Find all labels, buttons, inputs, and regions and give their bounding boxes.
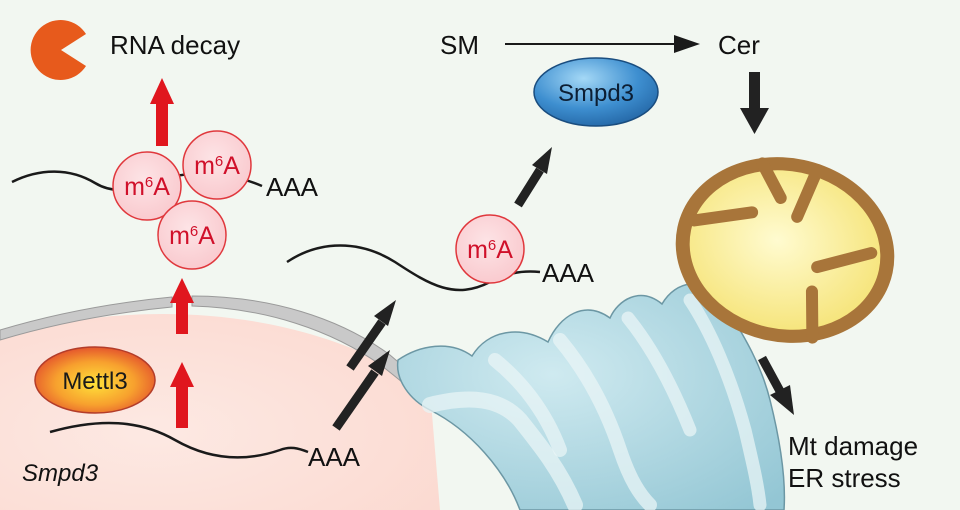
crista-5 <box>805 285 819 344</box>
m6a-label-2: m6A <box>194 152 240 180</box>
nuclear-envelope-left <box>0 296 173 341</box>
black-arrow-to-smpd3 <box>514 147 552 208</box>
smpd3-gene-label: Smpd3 <box>22 460 99 487</box>
black-arrow-pore-exit <box>346 300 396 371</box>
sm-label: SM <box>440 30 479 60</box>
er-fold-1 <box>422 391 583 510</box>
outcome-er-stress: ER stress <box>788 463 901 493</box>
crista-1 <box>688 206 759 227</box>
rna-decay-label: RNA decay <box>110 30 240 60</box>
polya-label-left: AAA <box>266 172 319 202</box>
sm-to-cer-arrow <box>505 35 700 53</box>
mettl3-label: Mettl3 <box>62 368 127 395</box>
cer-label: Cer <box>718 30 760 60</box>
smpd3-protein <box>533 57 659 127</box>
m6a-label-3: m6A <box>169 222 215 250</box>
crista-3 <box>791 163 824 223</box>
m6a-mark-3 <box>157 200 227 270</box>
er-fold-4 <box>621 311 697 437</box>
outcome-mt-damage: Mt damage <box>788 431 918 461</box>
red-arrow-to-decay <box>150 78 174 146</box>
red-arrow-nucleus <box>170 362 194 428</box>
crista-4 <box>811 247 878 274</box>
m6a-label-1: m6A <box>124 173 170 201</box>
mitochondrion <box>675 157 895 344</box>
pacman-icon <box>30 20 87 80</box>
mrna-strand-nucleus <box>49 421 309 459</box>
m6a-label-4: m6A <box>467 236 513 264</box>
polya-label-right: AAA <box>542 258 595 288</box>
crista-2 <box>756 157 787 204</box>
polya-label-nucleus: AAA <box>308 442 361 472</box>
red-arrow-pore <box>170 278 194 334</box>
er-fold-5 <box>683 293 767 510</box>
m6a-mark-2 <box>182 130 252 200</box>
m6a-mark-1 <box>112 151 182 221</box>
m6a-mark-4 <box>455 214 525 284</box>
er-fold-3 <box>553 333 657 510</box>
black-arrow-export <box>332 350 390 431</box>
black-arrow-to-outcome <box>758 355 794 415</box>
smpd3-protein-label: Smpd3 <box>558 80 634 107</box>
mettl3-enzyme <box>34 346 156 414</box>
er-fold-2 <box>488 353 567 457</box>
black-arrow-cer-to-mito <box>740 72 769 134</box>
